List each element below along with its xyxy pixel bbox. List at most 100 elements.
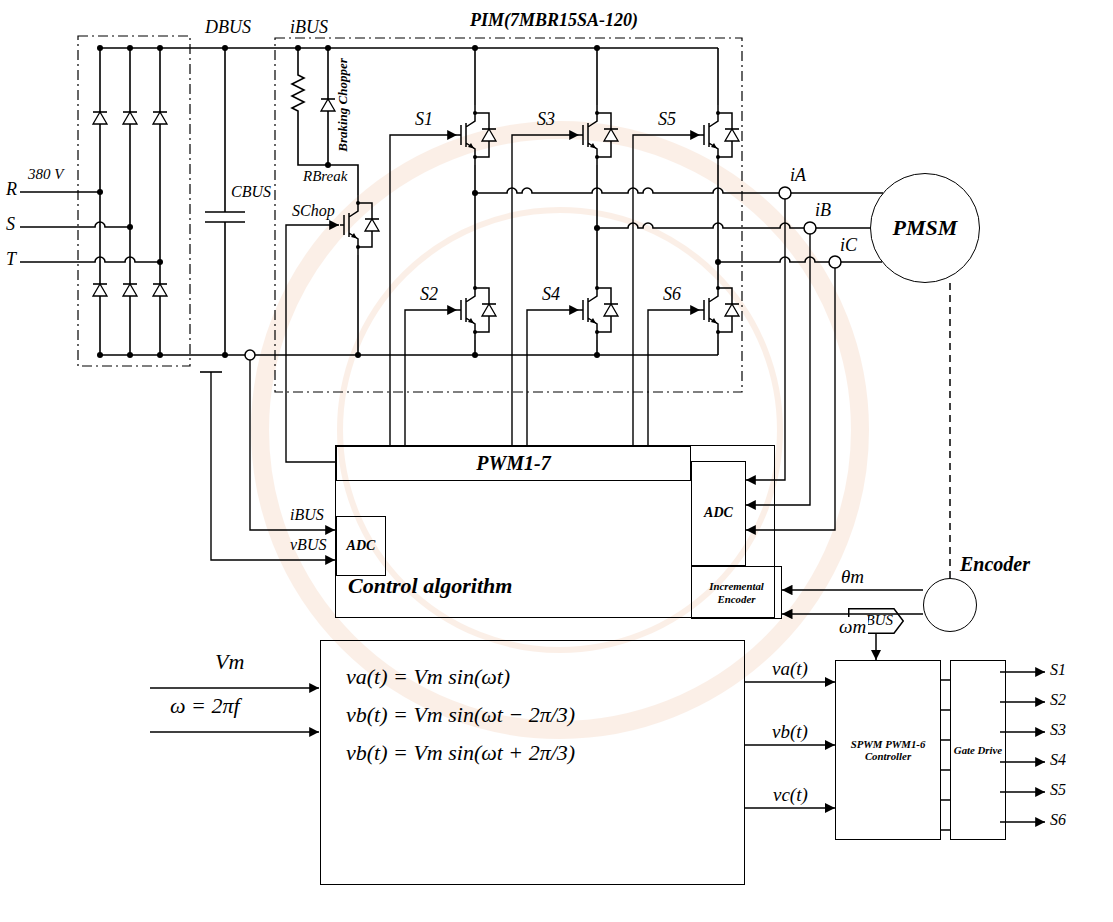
signal-label: S4 [542,285,560,305]
current-sensor [829,256,841,268]
signal-connector [745,744,835,746]
signal-arrows [150,687,319,688]
dashed-outline [275,38,742,392]
current-sensor [779,187,791,199]
junction-dots [472,190,478,196]
igbt-symbol [579,105,618,165]
power-wires [100,48,718,355]
signal-arrows [150,731,319,732]
signal-label: R [6,180,17,200]
signal-label: S5 [658,110,676,130]
signal-label: iA [790,166,806,186]
junction-dots [472,45,478,51]
junction-dots [594,225,600,231]
node-text: Control algorithm [348,574,512,598]
signal-arrows [211,372,335,560]
current-sensor [245,350,255,360]
spwm-block: SPWM PWM1-6 Controller [835,660,941,840]
node-text: Encoder [960,553,1030,575]
signal-connector [941,739,950,741]
signal-arrows [405,310,457,445]
motor-circle: PMSM [870,173,980,283]
connector-label: vc(t) [771,785,810,806]
junction-dots [97,45,103,51]
power-wires [100,48,160,355]
controller-box: Control algorithmPWM1-7ADCADCIncremental… [335,445,775,618]
signal-label: S6 [1050,811,1066,829]
signal-label: iBUS [290,18,328,38]
junction-dots [295,45,301,51]
signal-arrows [250,360,335,530]
signal-arrows [1000,701,1045,702]
signal-label: T [6,250,16,270]
current-sensor [245,187,841,360]
junction-dots [222,352,228,358]
node-text: Incremental Encoder [692,580,781,605]
signal-arrows [1000,791,1045,792]
pwm-block: PWM1-7 [336,446,691,481]
signal-arrows [746,199,785,480]
signal-arrows [633,135,700,445]
diode-symbol [123,284,137,296]
igbt-symbol [340,195,379,255]
shaft-link [949,283,951,578]
signal-label: S5 [1050,781,1066,799]
diode-symbol [93,284,107,296]
diode-symbol [153,112,167,124]
junction-dots [472,352,478,358]
gate-drive-block: Gate Drive [950,660,1006,840]
igbt-symbol [579,280,618,340]
signal-label: 380 V [28,166,63,183]
junction-dots [157,259,163,265]
node-text: vb(t) = Vm sin(ωt + 2π/3) [346,741,575,765]
junction-dots [97,352,103,358]
signal-label: DBUS [205,18,251,38]
junction-dots [715,259,721,265]
igbt-symbol [457,105,496,165]
signal-label: S [6,215,15,235]
signal-arrows [512,135,579,445]
signal-label: RBreak [303,168,347,185]
module-boundary [78,36,190,366]
signal-label: S1 [415,110,433,130]
power-wires [20,48,883,372]
signal-label: ω = 2πf [170,694,240,718]
junction-dots [355,352,361,358]
connector-label: θm [839,567,866,588]
signal-arrows [1000,731,1045,732]
signal-connector [745,681,835,683]
signal-connector [875,634,877,660]
junction-dots [157,352,163,358]
power-wires [292,48,358,355]
node-text: SPWM PWM1-6 Controller [836,738,940,763]
signal-arrows [150,135,1045,822]
power-wires [20,192,160,262]
junction-dots [157,45,163,51]
junction-dots [97,189,103,195]
signal-label: S1 [1050,661,1066,679]
junction-dots [97,45,721,358]
encoder-interface: Incremental Encoder [691,566,782,619]
current-sensor [804,222,816,234]
signal-label: S2 [1050,691,1066,709]
adc-block: ADC [336,516,386,576]
signal-arrows [1000,671,1045,672]
signal-arrows [1000,761,1045,762]
node-text: ADC [702,505,735,521]
encoder-circle: Encoder [923,578,977,632]
junction-dots [222,45,228,51]
signal-label: iBUS [290,506,324,524]
signal-label: CBUS [231,183,271,201]
signal-label: S4 [1050,751,1066,769]
connector-label: vb(t) [770,722,810,743]
junction-dots [127,45,133,51]
signal-connector [782,613,923,615]
signal-label: SChop [292,202,335,220]
signal-connector [941,799,950,801]
signal-label: Vm [215,650,244,674]
igbt-symbol [340,105,739,340]
power-wires [475,188,883,193]
module-boundary [78,36,190,366]
